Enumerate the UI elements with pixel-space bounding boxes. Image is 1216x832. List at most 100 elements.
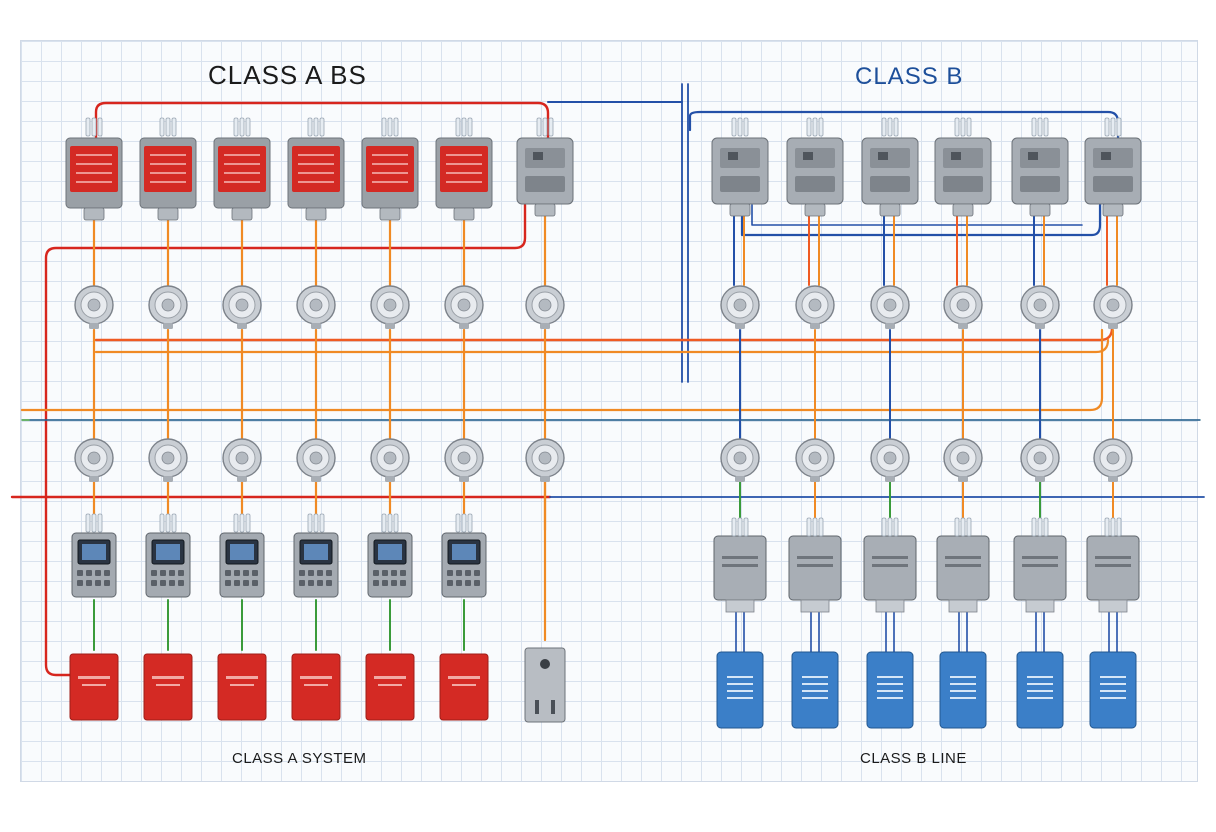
red-breaker-unit [213, 137, 271, 221]
terminal-pin [467, 117, 473, 137]
grey-module-unit [1086, 535, 1140, 613]
terminal-pin [1031, 517, 1037, 537]
terminal-pin [960, 517, 966, 537]
round-meter [870, 285, 910, 329]
wires-layer [10, 83, 1205, 677]
round-meter [720, 438, 760, 482]
terminal-pin [1104, 117, 1110, 137]
terminal-pin [1104, 517, 1110, 537]
terminal-pin [319, 117, 325, 137]
round-meter [525, 285, 565, 329]
grey-breaker-unit [786, 137, 844, 217]
terminal-pin [887, 117, 893, 137]
red-enclosure-box [365, 653, 415, 721]
round-meter [795, 438, 835, 482]
terminal-pin [536, 117, 542, 137]
round-meter [1020, 438, 1060, 482]
terminal-pin [461, 117, 467, 137]
terminal-pin [818, 517, 824, 537]
grey-module-unit [713, 535, 767, 613]
grey-breaker-unit [711, 137, 769, 217]
terminal-pin [313, 117, 319, 137]
terminal-pin [806, 117, 812, 137]
round-meter [148, 285, 188, 329]
grey-breaker-unit [934, 137, 992, 217]
terminal-pin [887, 517, 893, 537]
terminal-pin [542, 117, 548, 137]
grey-breaker-unit [861, 137, 919, 217]
terminal-pin [455, 117, 461, 137]
red-loop-top [94, 101, 550, 142]
terminal-pin [233, 117, 239, 137]
grey-outlet-box [524, 647, 566, 723]
grey-breaker-unit [1011, 137, 1069, 217]
red-breaker-unit [139, 137, 197, 221]
blue-enclosure-box [791, 651, 839, 729]
round-meter [1093, 438, 1133, 482]
terminal-pin [387, 513, 393, 533]
grey-module-unit [936, 535, 990, 613]
terminal-pin [1037, 117, 1043, 137]
round-meter [1020, 285, 1060, 329]
terminal-pin [1043, 117, 1049, 137]
terminal-pin [165, 513, 171, 533]
terminal-pin [461, 513, 467, 533]
round-meter [296, 438, 336, 482]
red-breaker-unit [287, 137, 345, 221]
orange-bus-2 [94, 338, 1110, 354]
terminal-pin [307, 117, 313, 137]
terminal-pin [966, 517, 972, 537]
terminal-pin [319, 513, 325, 533]
terminal-pin [393, 117, 399, 137]
round-meter [870, 438, 910, 482]
terminal-pin [1116, 117, 1122, 137]
terminal-pin [159, 117, 165, 137]
terminal-pin [812, 117, 818, 137]
terminal-pin [960, 117, 966, 137]
terminal-pin [737, 517, 743, 537]
terminal-pin [806, 517, 812, 537]
devices-layer [65, 117, 1142, 729]
terminal-pin [171, 117, 177, 137]
terminal-pin [1116, 517, 1122, 537]
round-meter [1093, 285, 1133, 329]
terminal-pin [85, 117, 91, 137]
terminal-pin [893, 517, 899, 537]
red-enclosure-box [69, 653, 119, 721]
terminal-pin [387, 117, 393, 137]
red-enclosure-box [291, 653, 341, 721]
terminal-pin [893, 117, 899, 137]
round-meter [222, 438, 262, 482]
blue-enclosure-box [716, 651, 764, 729]
red-enclosure-box [439, 653, 489, 721]
terminal-pin [171, 513, 177, 533]
terminal-pin [743, 517, 749, 537]
grey-breaker-unit [1084, 137, 1142, 217]
terminal-pin [731, 517, 737, 537]
display-panel-unit [293, 532, 339, 598]
display-panel-unit [219, 532, 265, 598]
red-return-loop [44, 203, 527, 677]
terminal-pin [85, 513, 91, 533]
round-meter [222, 285, 262, 329]
terminal-pin [239, 117, 245, 137]
grey-module-unit [863, 535, 917, 613]
terminal-pin [966, 117, 972, 137]
terminal-pin [239, 513, 245, 533]
terminal-pin [1037, 517, 1043, 537]
blue-bus-loop [740, 203, 1102, 237]
round-meter [148, 438, 188, 482]
terminal-pin [91, 513, 97, 533]
red-breaker-unit [361, 137, 419, 221]
terminal-pin [245, 117, 251, 137]
blue-enclosure-box [866, 651, 914, 729]
round-meter [370, 285, 410, 329]
terminal-pin [307, 513, 313, 533]
terminal-pin [467, 513, 473, 533]
round-meter [795, 285, 835, 329]
terminal-pin [731, 117, 737, 137]
terminal-pin [455, 513, 461, 533]
class-a-title: CLASS A BS [208, 60, 367, 90]
display-panel-unit [367, 532, 413, 598]
grey-module-unit [1013, 535, 1067, 613]
